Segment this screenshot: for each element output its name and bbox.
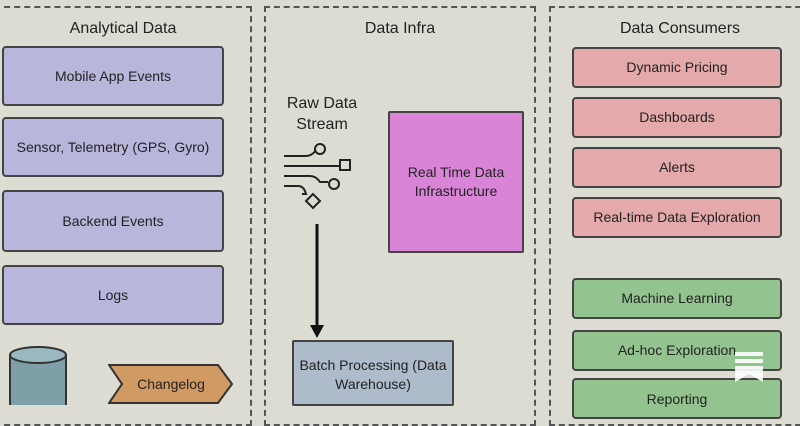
consumer-dashboards: Dashboards — [572, 97, 782, 138]
consumer-dynamic-pricing: Dynamic Pricing — [572, 47, 782, 88]
panel-title-infra: Data Infra — [364, 20, 436, 37]
changelog-label: Changelog — [137, 376, 205, 392]
bookmark-icon[interactable] — [732, 350, 766, 384]
panel-title-consumers: Data Consumers — [619, 20, 741, 37]
panel-title-analytical: Analytical Data — [69, 20, 177, 37]
database-icon — [9, 346, 67, 405]
source-backend-events: Backend Events — [2, 190, 224, 252]
source-mobile-app-events: Mobile App Events — [2, 46, 224, 106]
raw-data-stream-label: Raw Data Stream — [286, 95, 358, 133]
arrow-down-icon — [310, 224, 324, 338]
consumer-alerts: Alerts — [572, 147, 782, 188]
consumer-ad-hoc-exploration: Ad-hoc Exploration — [572, 330, 782, 371]
source-logs: Logs — [2, 265, 224, 325]
real-time-data-infrastructure: Real Time Data Infrastructure — [388, 111, 524, 253]
data-stream-icon — [284, 143, 351, 210]
consumer-reporting: Reporting — [572, 378, 782, 419]
consumer-machine-learning: Machine Learning — [572, 278, 782, 319]
batch-processing-warehouse: Batch Processing (Data Warehouse) — [292, 340, 454, 406]
source-sensor-telemetry: Sensor, Telemetry (GPS, Gyro) — [2, 117, 224, 177]
changelog-tag: Changelog — [108, 364, 234, 404]
consumer-real-time-data-exploration: Real-time Data Exploration — [572, 197, 782, 238]
